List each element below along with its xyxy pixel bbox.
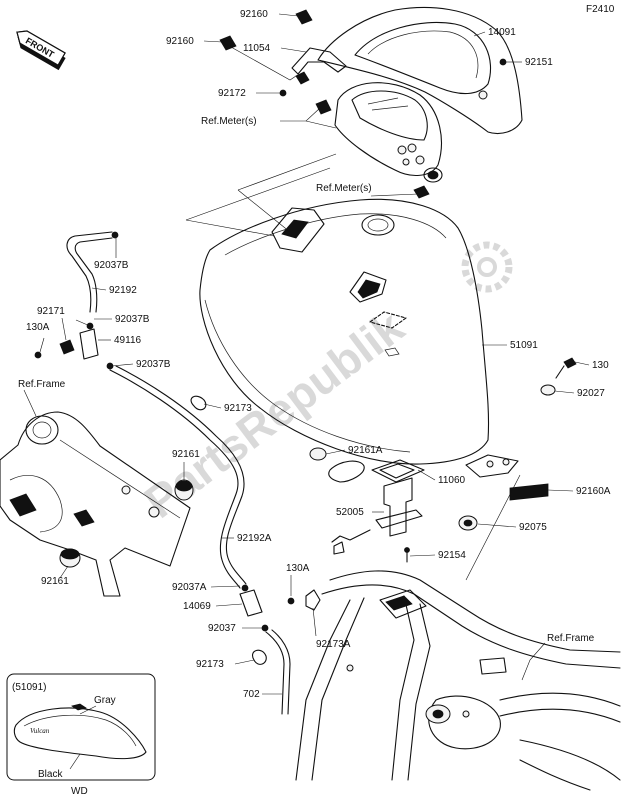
washer-92027: [540, 384, 556, 396]
inset-title: (51091): [12, 682, 46, 693]
valve-49116: [34, 322, 99, 360]
front-arrow-icon: FRONT: [16, 30, 66, 71]
clamp-92173-2: [252, 649, 267, 665]
callout-92161a: 92161A: [348, 445, 383, 456]
callout-92037b-3: 92037B: [136, 359, 171, 370]
inset-tank-badge: Vulcan: [30, 727, 50, 735]
callout-92171: 92171: [37, 306, 65, 317]
damper-92161-lower: [59, 548, 81, 568]
callout-92160a: 92160A: [576, 486, 611, 497]
frame-right: [295, 570, 621, 791]
grommet-92160-left: [219, 35, 237, 51]
callout-14069: 14069: [183, 601, 211, 612]
color-inset: (51091) Gray Vulcan Black: [6, 673, 156, 781]
hose-92192: [66, 231, 119, 313]
callout-92037a: 92037A: [172, 582, 207, 593]
frame-left: [0, 411, 191, 597]
callout-130: 130: [592, 360, 609, 371]
callout-11060: 11060: [438, 475, 466, 486]
callout-labels: 92160 14091 92160 11054 92151 92172Ref.Meter(…: [18, 9, 611, 700]
callout-92160-left: 92160: [166, 36, 194, 47]
grommet-92161a: [309, 447, 327, 461]
callout-92160-top: 92160: [240, 9, 268, 20]
callout-ref-frame-2: Ref.Frame: [547, 633, 595, 644]
callout-92192a: 92192A: [237, 533, 272, 544]
inset-tank: Vulcan: [13, 703, 147, 760]
callout-49116: 49116: [114, 335, 142, 346]
callout-92037b-2: 92037B: [115, 314, 150, 325]
callout-92173a: 92173A: [316, 639, 351, 650]
hose-92192a: [106, 362, 247, 589]
callout-92027: 92027: [577, 388, 605, 399]
screw-92151: [499, 58, 507, 66]
callout-92173-2: 92173: [196, 659, 224, 670]
watermark-gear-icon: [461, 241, 513, 293]
inset-color-black: Black: [38, 769, 63, 780]
callout-130a-2: 130A: [286, 563, 310, 574]
callout-52005: 52005: [336, 507, 364, 518]
leader-lines: [23, 13, 590, 695]
callout-ref-meter-1: Ref.Meter(s): [201, 116, 257, 127]
callout-92075: 92075: [519, 522, 547, 533]
callout-14091: 14091: [488, 27, 516, 38]
inset-model: WD: [71, 786, 88, 797]
clamp-92173-1: [190, 395, 207, 411]
inset-color-gray: Gray: [94, 695, 116, 706]
bolt-130: [555, 357, 577, 379]
bracket-11054: [291, 47, 347, 85]
callout-ref-frame-1: Ref.Frame: [18, 379, 66, 390]
callout-92192: 92192: [109, 285, 137, 296]
meter-cover: [317, 6, 523, 135]
callout-702: 702: [243, 689, 260, 700]
guide-lines: [185, 153, 337, 237]
callout-11054: 11054: [243, 43, 271, 54]
damper-92160a: [509, 483, 549, 501]
clip-92173a: [287, 589, 321, 611]
callout-92161-1: 92161: [172, 449, 200, 460]
page-code: F2410: [586, 4, 615, 15]
callout-92161-2: 92161: [41, 576, 69, 587]
fuel-pump: [328, 459, 425, 555]
grommet-meter: [315, 99, 430, 199]
grommet-92160-top: [295, 9, 313, 25]
fuel-tank: [199, 198, 519, 478]
damper-92161-upper: [174, 479, 194, 501]
callout-92037: 92037: [208, 623, 236, 634]
callout-ref-meter-2: Ref.Meter(s): [316, 183, 372, 194]
callout-92172: 92172: [218, 88, 246, 99]
callout-92037b-1: 92037B: [94, 260, 129, 271]
grommet-92075: [458, 515, 478, 531]
callout-92151: 92151: [525, 57, 553, 68]
callout-92154: 92154: [438, 550, 466, 561]
hose-702: [265, 629, 291, 715]
meter-assembly: [334, 82, 443, 183]
screw-92172: [279, 89, 287, 97]
bolt-92154: [404, 547, 410, 563]
canister-14069: [239, 584, 269, 632]
callout-51091: 51091: [510, 340, 538, 351]
callout-92173-1: 92173: [224, 403, 252, 414]
callout-130a-1: 130A: [26, 322, 50, 333]
